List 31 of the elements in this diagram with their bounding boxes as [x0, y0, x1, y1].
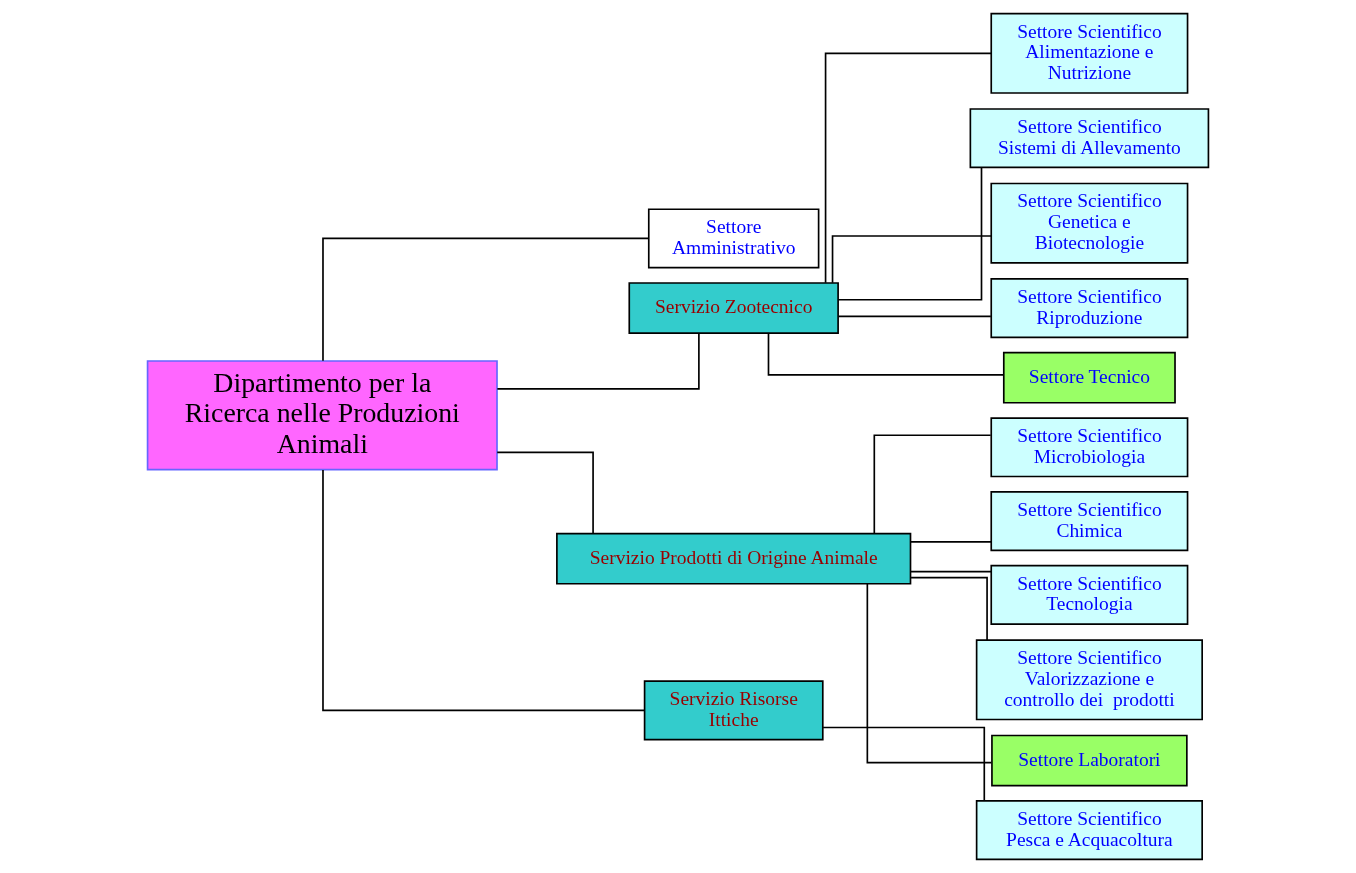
connector: [322, 469, 646, 712]
node-box: Settore Scientifico Microbiologia: [990, 417, 1189, 478]
connector: [496, 332, 700, 390]
node-box: Dipartimento per la Ricerca nelle Produzioni Animali: [146, 360, 498, 471]
connector: [873, 434, 992, 534]
node-box: Settore Tecnico: [1002, 351, 1176, 404]
node-box: Settore Scientifico Genetica e Biotecnologie: [990, 182, 1189, 264]
connector: [837, 315, 992, 318]
node-box: Settore Scientifico Sistemi di Allevamento: [969, 108, 1210, 169]
node-box: Settore Scientifico Riproduzione: [990, 278, 1189, 339]
node-box: Servizio Risorse Ittiche: [643, 680, 824, 741]
node-box: Settore Scientifico Alimentazione e Nutrizione: [990, 12, 1189, 94]
connector: [831, 235, 993, 284]
connector: [322, 237, 650, 362]
connector: [909, 541, 992, 543]
node-box: Servizio Zootecnico: [628, 282, 839, 334]
node-box: Settore Scientifico Chimica: [990, 491, 1189, 552]
connector: [909, 570, 992, 573]
node-box: Settore Scientifico Tecnologia: [990, 564, 1189, 625]
connector: [767, 332, 1005, 376]
node-box: Settore Scientifico Valorizzazione e controllo dei prodotti: [975, 639, 1203, 721]
connector: [824, 52, 992, 284]
node-box: Settore Amministrativo: [647, 208, 820, 269]
connector: [822, 726, 986, 802]
connector: [496, 451, 594, 535]
connector: [866, 583, 993, 764]
node-box: Servizio Prodotti di Origine Animale: [556, 532, 912, 585]
node-box: Settore Scientifico Pesca e Acquacoltura: [975, 800, 1203, 861]
connector: [837, 166, 983, 301]
connector: [910, 576, 988, 641]
node-box: Settore Laboratori: [991, 734, 1188, 787]
